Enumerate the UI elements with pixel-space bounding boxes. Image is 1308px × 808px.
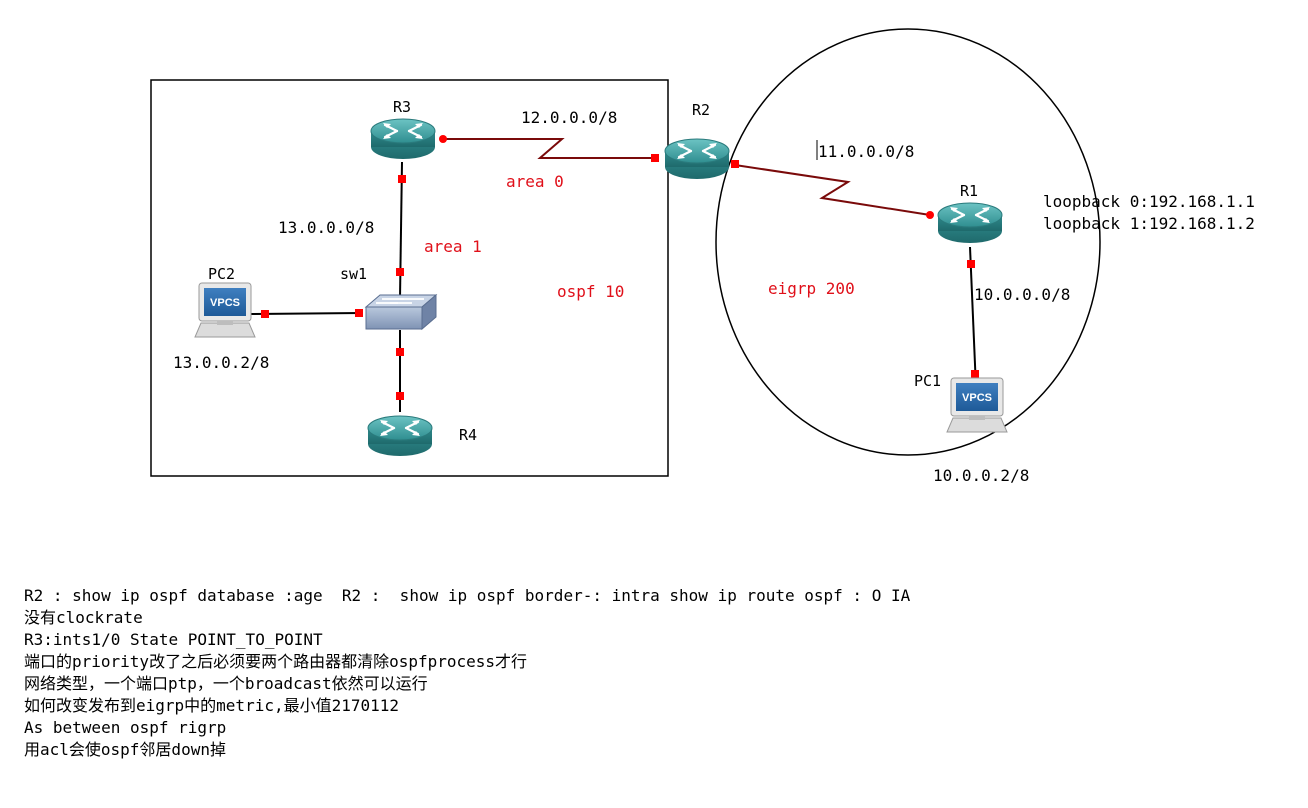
label-loopback-1: loopback 1:192.168.1.2 [1043, 214, 1255, 233]
link-r2-r1 [734, 164, 931, 216]
label-sw1: sw1 [340, 265, 367, 283]
port-markers [261, 135, 979, 400]
note-line: R3:ints1/0 State POINT_TO_POINT [24, 630, 323, 649]
pc1-badge: VPCS [962, 392, 992, 404]
label-link-r3-sw1: 13.0.0.0/8 [278, 218, 374, 237]
port-sw1-down [396, 348, 404, 356]
label-link-r3-r2: 12.0.0.0/8 [521, 108, 617, 127]
note-line: As between ospf rigrp [24, 718, 227, 737]
port-r3-down [398, 175, 406, 183]
pc-pc1[interactable]: VPCS [946, 377, 1008, 433]
note-line: 网络类型，一个端口ptp，一个broadcast依然可以运行 [24, 674, 428, 693]
label-pc2-ip: 13.0.0.2/8 [173, 353, 269, 372]
pc2-badge: VPCS [210, 297, 240, 309]
label-r4: R4 [459, 426, 477, 444]
port-r1-w [926, 211, 934, 219]
port-r3-s [439, 135, 447, 143]
label-eigrp: eigrp 200 [768, 279, 855, 298]
label-r2: R2 [692, 101, 710, 119]
port-sw1-up [396, 268, 404, 276]
label-r1: R1 [960, 182, 978, 200]
eigrp-area-ellipse [715, 28, 1101, 456]
port-sw1-left [355, 309, 363, 317]
note-line: 如何改变发布到eigrp中的metric,最小值2170112 [24, 696, 400, 715]
port-pc2-right [261, 310, 269, 318]
note-line: 端口的priority改了之后必须要两个路由器都清除ospfprocess才行 [24, 652, 528, 671]
port-r2-w [651, 154, 659, 162]
label-r3: R3 [393, 98, 411, 116]
label-pc1-ip: 10.0.0.2/8 [933, 466, 1029, 485]
label-pc1: PC1 [914, 372, 941, 390]
pc-pc2[interactable]: VPCS [194, 282, 256, 338]
switch-sw1[interactable] [364, 293, 438, 331]
port-pc1-up [971, 370, 979, 378]
port-r2-e [731, 160, 739, 168]
label-link-r2-r1: 11.0.0.0/8 [818, 142, 914, 161]
port-r1-down [967, 260, 975, 268]
label-ospf: ospf 10 [557, 282, 624, 301]
label-area-1: area 1 [424, 237, 482, 256]
note-line: 用acl会使ospf邻居down掉 [24, 740, 226, 759]
notes-text: R2 : show ip ospf database :age R2 : sho… [24, 585, 1284, 761]
label-link-r1-pc1: 10.0.0.0/8 [974, 285, 1070, 304]
router-r1[interactable] [936, 201, 1004, 245]
note-line: R2 : show ip ospf database :age R2 : sho… [24, 586, 911, 605]
router-r3[interactable] [369, 117, 437, 161]
router-r2[interactable] [663, 137, 731, 181]
ospf-area-box [150, 79, 669, 477]
label-area-0: area 0 [506, 172, 564, 191]
router-r4[interactable] [366, 414, 434, 458]
port-r4-up [396, 392, 404, 400]
label-pc2: PC2 [208, 265, 235, 283]
link-r1-pc1 [969, 246, 977, 389]
label-loopback-0: loopback 0:192.168.1.1 [1043, 192, 1255, 211]
link-r3-r2 [443, 138, 657, 159]
note-line: 没有clockrate [24, 608, 143, 627]
